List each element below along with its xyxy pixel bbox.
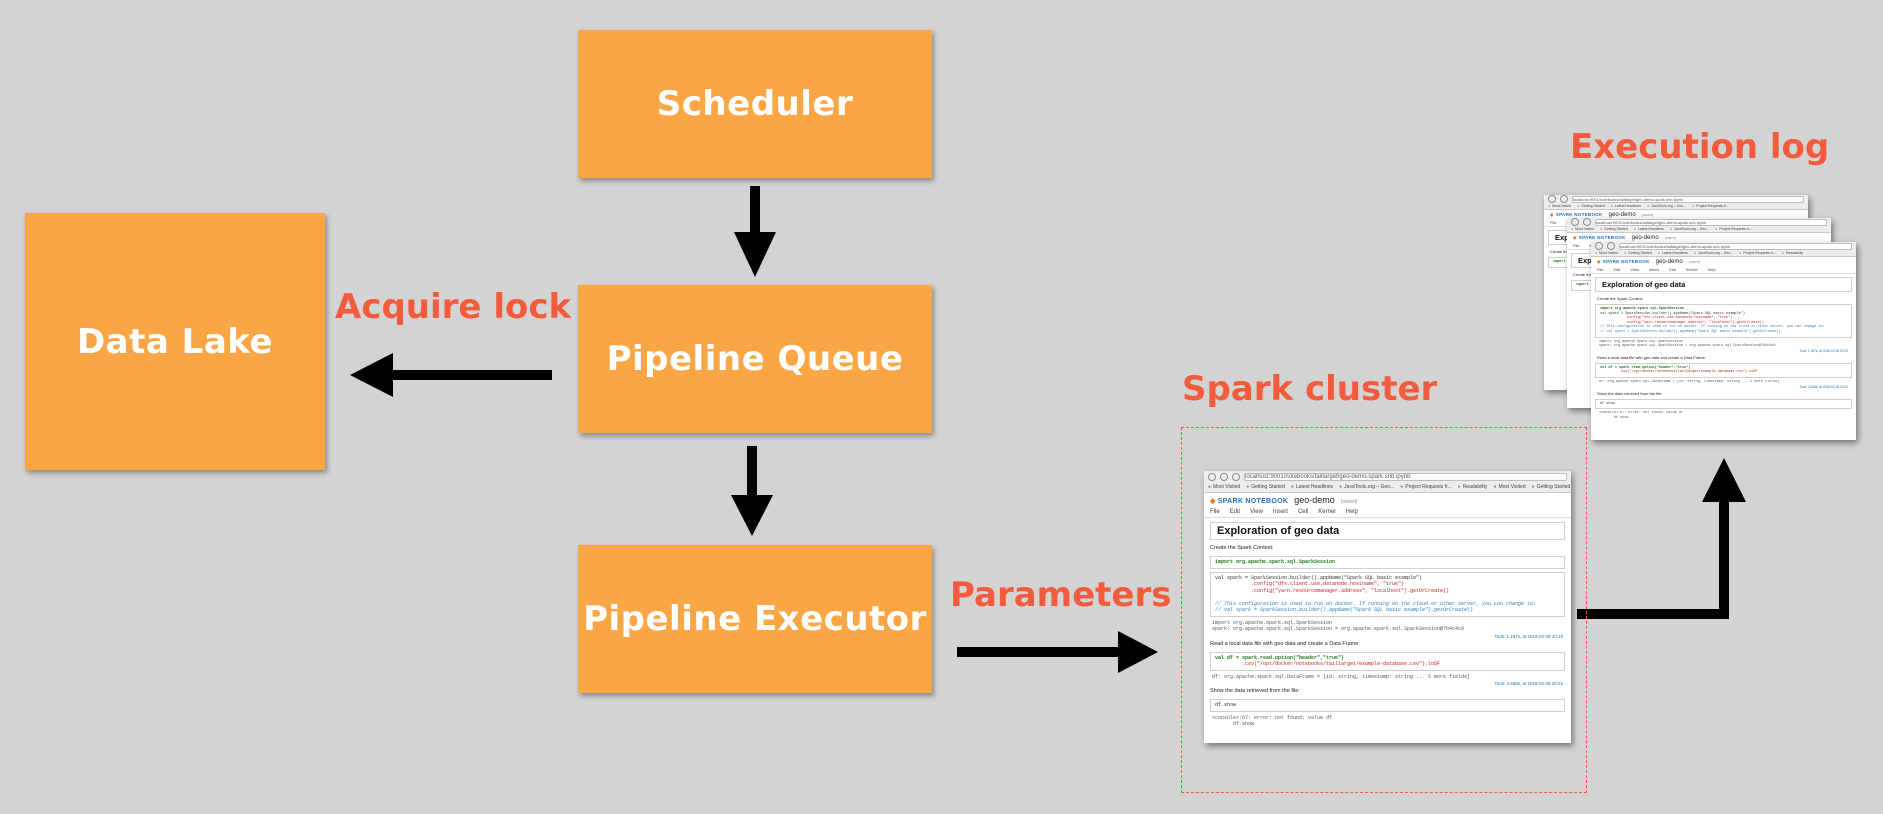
spark-cluster-region: [1181, 427, 1587, 793]
bookmarks-bar: Most Visited Getting Started Latest Head…: [1204, 483, 1571, 492]
menu-view: View: [1250, 509, 1263, 515]
execution-log-label: Execution log: [1570, 127, 1830, 167]
arrow-executor-to-spark: [957, 631, 1158, 673]
menu-cell: Cell: [1297, 509, 1309, 515]
bookmark-item: Readability: [1458, 483, 1488, 492]
code-cell: df.show: [1210, 699, 1565, 712]
execution-log-notebook-front: localhost:9001/notebooks/tailtarget/geo-…: [1591, 242, 1856, 440]
arrow-scheduler-to-queue: [734, 186, 776, 277]
data-lake-label: Data Lake: [76, 321, 274, 362]
forward-icon: [1220, 473, 1228, 481]
menu-file: File: [1210, 509, 1220, 515]
markdown-cell: Read a local data file with geo data and…: [1210, 640, 1360, 647]
markdown-cell: Create the Spark Context:: [1210, 545, 1274, 551]
save-status: (saved): [1340, 499, 1358, 505]
data-lake-box: Data Lake: [25, 213, 325, 470]
arrow-spark-to-execution-log: [1577, 458, 1746, 619]
bookmark-item: JavaTools.org – Geo...: [1339, 483, 1394, 492]
markdown-cell: Show the data retrieved from the file:: [1210, 688, 1300, 694]
code-cell: val df = spark.read.option("header","tru…: [1210, 651, 1565, 671]
acquire-lock-label: Acquire lock: [335, 287, 572, 327]
url-bar: localhost:9001/notebooks/tailtarget/geo-…: [1204, 471, 1571, 483]
spark-notebook-logo: SPARK NOTEBOOK: [1210, 495, 1288, 509]
pipeline-queue-label: Pipeline Queue: [606, 339, 904, 379]
notebook-header: SPARK NOTEBOOK geo-demo (saved): [1204, 493, 1571, 507]
notebook-name: geo-demo: [1294, 495, 1335, 505]
bookmark-item: Most Visited: [1208, 483, 1240, 492]
scheduler-box: Scheduler: [578, 30, 932, 178]
pipeline-queue-box: Pipeline Queue: [578, 285, 932, 433]
url-text: localhost:9001/notebooks/tailtarget/geo-…: [1244, 473, 1567, 481]
reload-icon: [1232, 473, 1240, 481]
browser-chrome: localhost:9001/notebooks/tailtarget/geo-…: [1204, 471, 1571, 493]
menu-edit: Edit: [1229, 509, 1241, 515]
notebook-menubar: File Edit View Insert Cell Kernel Help: [1204, 507, 1571, 518]
spark-cluster-label: Spark cluster: [1182, 369, 1438, 409]
menu-insert: Insert: [1272, 509, 1288, 515]
cell-timing: Took: 1.187s, at 2018-02-28 20:19: [1494, 633, 1563, 639]
pipeline-executor-box: Pipeline Executor: [578, 545, 932, 693]
pipeline-executor-label: Pipeline Executor: [583, 599, 927, 639]
cell-output: <console>:67: error: not found: value df…: [1212, 714, 1333, 728]
code-cell: import org.apache.spark.sql.SparkSession: [1210, 556, 1565, 569]
cell-output: df: org.apache.spark.sql.DataFrame = [id…: [1212, 673, 1471, 680]
arrow-queue-to-data-lake: [350, 353, 552, 397]
cell-timing: Took: 3.468s, at 2018-02-28 20:21: [1494, 681, 1563, 686]
back-icon: [1208, 473, 1216, 481]
menu-help: Help: [1345, 509, 1358, 515]
notebook-heading-cell: Exploration of geo data: [1210, 522, 1565, 540]
bookmark-item: Most Visited: [1493, 483, 1525, 492]
bookmark-item: Project Requests fr...: [1400, 483, 1451, 492]
spark-notebook-screenshot: localhost:9001/notebooks/tailtarget/geo-…: [1204, 471, 1571, 743]
arrow-queue-to-executor: [731, 446, 773, 536]
cell-output: import org.apache.spark.sql.SparkSession…: [1212, 619, 1465, 633]
code-cell: val spark = SparkSession.builder().appNa…: [1210, 571, 1565, 617]
bookmark-item: Getting Started: [1532, 483, 1571, 492]
bookmark-item: Latest Headlines: [1291, 483, 1333, 492]
bookmark-item: Getting Started: [1246, 483, 1285, 492]
parameters-label: Parameters: [950, 575, 1172, 615]
menu-kernel: Kernel: [1318, 509, 1336, 515]
scheduler-label: Scheduler: [656, 84, 854, 124]
